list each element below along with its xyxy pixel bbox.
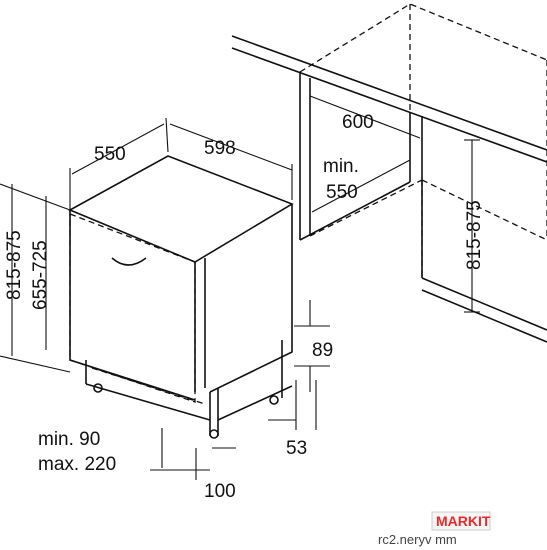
door-handle	[111, 257, 147, 266]
foot	[93, 383, 103, 393]
kitchen-niche	[231, 3, 547, 343]
watermark-box	[431, 511, 491, 531]
plinth-max-label: max. 220	[38, 454, 116, 475]
door-height-label: 655-725	[30, 240, 51, 310]
plinth-89-label: 89	[312, 340, 333, 361]
depth-100-label: 100	[204, 481, 236, 502]
depth-550-label: 550	[94, 144, 126, 165]
niche-width-label: 600	[342, 112, 374, 133]
dishwasher-body	[68, 155, 294, 439]
niche-min-depth-label-2: 550	[326, 182, 358, 203]
dimension-lines	[0, 95, 480, 480]
height-left-label: 815-875	[4, 230, 25, 300]
caption-fragment: rc2.neryv mm	[378, 532, 457, 547]
foot-53-label: 53	[286, 438, 307, 459]
foot	[209, 429, 219, 439]
watermark: MARKIT	[436, 513, 491, 529]
foot	[269, 395, 279, 405]
niche-min-depth-label-1: min.	[323, 156, 359, 177]
width-598-label: 598	[204, 138, 236, 159]
plinth-min-label: min. 90	[38, 429, 100, 450]
niche-height-label: 815-875	[464, 200, 485, 270]
